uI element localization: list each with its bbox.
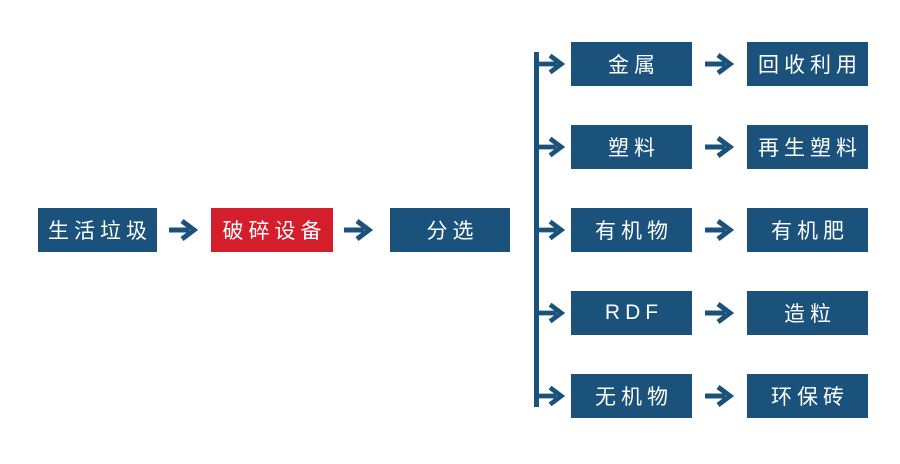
branch-arrow-icon [537,385,565,407]
branch-category-box-plastic: 塑料 [571,125,692,169]
arrow-right-icon [705,136,735,158]
arrow-right-icon [344,219,374,241]
branch-result-box-eco-brick: 环保砖 [747,374,868,418]
flow-box-sorting: 分选 [390,208,510,252]
branch-result-box-recycling: 回收利用 [747,42,868,86]
branch-category-box-inorganic: 无机物 [571,374,692,418]
arrow-right-icon [705,219,735,241]
arrow-right-icon [705,53,735,75]
branch-arrow-icon [537,219,565,241]
branch-category-box-rdf: RDF [571,291,692,335]
arrow-right-icon [169,219,199,241]
branch-arrow-icon [537,136,565,158]
branch-result-box-organic-fertilizer: 有机肥 [747,208,868,252]
branch-category-box-metal: 金属 [571,42,692,86]
flow-box-household-waste: 生活垃圾 [38,208,157,252]
branch-result-box-granulation: 造粒 [747,291,868,335]
branch-category-box-organic: 有机物 [571,208,692,252]
branch-arrow-icon [537,302,565,324]
arrow-right-icon [705,385,735,407]
branch-arrow-icon [537,53,565,75]
arrow-right-icon [705,302,735,324]
flow-box-crushing-equipment: 破碎设备 [211,208,333,252]
branch-result-box-recycled-plastic: 再生塑料 [747,125,868,169]
branch-connector-line [534,52,539,407]
